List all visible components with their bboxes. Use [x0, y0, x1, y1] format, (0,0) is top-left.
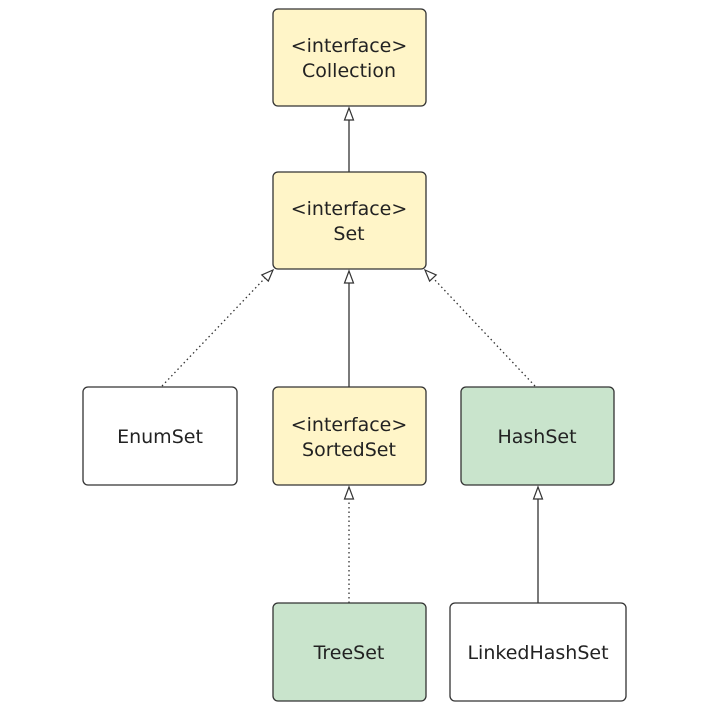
- node-stereotype: <interface>: [291, 198, 408, 220]
- inheritance-arrowhead: [343, 106, 355, 121]
- inheritance-arrowhead: [260, 268, 275, 283]
- node-enumset: EnumSet: [82, 386, 238, 486]
- node-stereotype: <interface>: [291, 35, 408, 57]
- inheritance-arrowhead: [343, 485, 355, 500]
- inheritance-arrowhead: [423, 268, 438, 283]
- node-label: EnumSet: [117, 426, 203, 448]
- edge-enumset-to-set: [161, 268, 275, 387]
- node-label: SortedSet: [302, 439, 396, 461]
- inheritance-arrowhead: [343, 269, 355, 284]
- node-label: Set: [333, 223, 364, 245]
- inheritance-arrowhead: [532, 485, 544, 500]
- edge-hashset-to-set: [423, 268, 536, 387]
- edge-treeset-to-sortedset: [343, 485, 355, 603]
- edge-linkedhashset-to-hashset: [532, 485, 544, 603]
- node-stereotype: <interface>: [291, 414, 408, 436]
- edge-sortedset-to-set: [343, 269, 355, 387]
- node-hashset: HashSet: [460, 386, 615, 486]
- node-label: LinkedHashSet: [467, 642, 608, 664]
- node-label: TreeSet: [313, 642, 385, 664]
- node-label: HashSet: [497, 426, 576, 448]
- node-linkedhashset: LinkedHashSet: [449, 602, 627, 702]
- node-label: Collection: [302, 60, 396, 82]
- node-set: <interface> Set: [272, 171, 427, 270]
- node-treeset: TreeSet: [272, 602, 427, 702]
- node-collection: <interface> Collection: [272, 8, 427, 107]
- node-sortedset: <interface> SortedSet: [272, 386, 427, 486]
- edge-set-to-collection: [343, 106, 355, 172]
